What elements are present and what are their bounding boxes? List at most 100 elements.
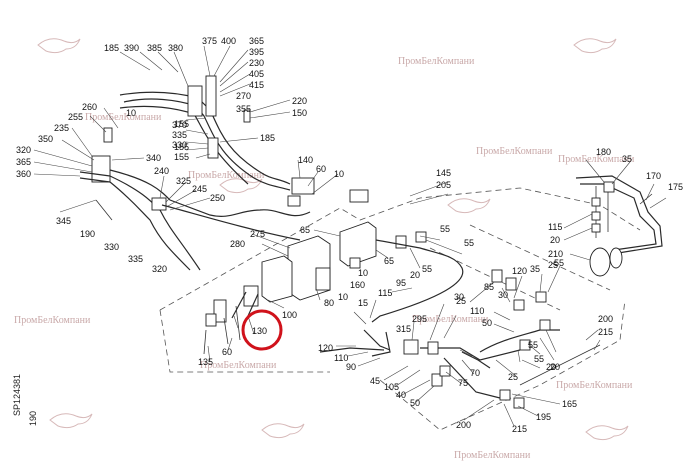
watermark-text: ПромБелКомпани xyxy=(558,154,635,165)
part-label: 40 xyxy=(396,390,406,400)
left-pipe-bundle xyxy=(79,155,311,271)
part-label: 55 xyxy=(534,354,544,364)
highlight-circle xyxy=(241,309,283,351)
watermarks: ПромБелКомпани ПромБелКомпани ПромБелКом… xyxy=(14,56,635,461)
part-label: 20 xyxy=(546,362,556,372)
part-label: 105 xyxy=(384,382,399,392)
part-label: 185 xyxy=(260,133,275,143)
part-label: 55 xyxy=(554,258,564,268)
part-label: 330 xyxy=(172,140,187,150)
watermark-text: ПромБелКомпани xyxy=(188,170,265,181)
part-label: 220 xyxy=(292,96,307,106)
highlighted-part[interactable]: 130 xyxy=(241,309,283,351)
part-label: 275 xyxy=(250,229,265,239)
part-label: 230 xyxy=(249,58,264,68)
part-label: 100 xyxy=(282,310,297,320)
part-label: 60 xyxy=(222,347,232,357)
part-label: 65 xyxy=(384,256,394,266)
part-label: 235 xyxy=(54,123,69,133)
part-label: 90 xyxy=(346,362,356,372)
leader-lines xyxy=(33,45,667,427)
part-label: 160 xyxy=(350,280,365,290)
watermark-text: ПромБелКомпани xyxy=(412,314,489,325)
part-label: 110 xyxy=(334,353,348,363)
part-label: 205 xyxy=(436,180,451,190)
part-label: 115 xyxy=(548,222,562,232)
part-label: 20 xyxy=(550,362,560,372)
lower-left-fittings xyxy=(203,291,391,357)
part-label: 10 xyxy=(338,292,348,302)
watermark-text: ПромБелКомпани xyxy=(476,146,553,157)
part-label: 70 xyxy=(470,368,480,378)
part-label: 10 xyxy=(334,169,344,179)
part-label: 135 xyxy=(198,357,213,367)
part-label: 325 xyxy=(176,176,191,186)
part-label: 20 xyxy=(410,270,420,280)
valve-block xyxy=(205,177,427,327)
part-label: 380 xyxy=(168,43,183,53)
watermark-text: ПромБелКомпани xyxy=(200,360,277,371)
part-label: 120 xyxy=(512,266,527,276)
part-label: 150 xyxy=(292,108,307,118)
part-label: 35 xyxy=(622,154,632,164)
part-label: 245 xyxy=(192,184,207,194)
part-label: 55 xyxy=(464,238,474,248)
part-label: 180 xyxy=(596,147,611,157)
part-label: 10 xyxy=(126,108,136,118)
part-label: 415 xyxy=(249,80,264,90)
part-label: 50 xyxy=(482,318,492,328)
part-label: 405 xyxy=(249,69,264,79)
part-label: 390 xyxy=(124,43,139,53)
part-label: 145 xyxy=(436,168,451,178)
watermark-text: ПромБелКомпани xyxy=(398,56,475,67)
watermark-text: ПромБелКомпани xyxy=(556,380,633,391)
part-label: 385 xyxy=(147,43,162,53)
part-label: 200 xyxy=(598,314,613,324)
part-number-labels: 185 390 385 380 375 400 365 395 230 405 … xyxy=(16,36,683,434)
part-label: 255 xyxy=(68,112,83,122)
part-label: 345 xyxy=(56,216,71,226)
accumulator-group xyxy=(575,175,663,277)
part-label: 190 xyxy=(80,229,95,239)
part-label: 175 xyxy=(668,182,683,192)
part-label: 30 xyxy=(454,292,464,302)
part-label: 330 xyxy=(104,242,119,252)
watermark-logo xyxy=(37,38,629,441)
part-label: 25 xyxy=(456,296,466,306)
part-label: 210 xyxy=(548,249,563,259)
part-label: 65 xyxy=(300,225,310,235)
part-label: 260 xyxy=(82,102,97,112)
part-label: 270 xyxy=(236,91,251,101)
watermark-text: ПромБелКомпани xyxy=(85,112,162,123)
drawing-code: SP124381 xyxy=(12,374,22,416)
part-label: 110 xyxy=(470,306,484,316)
part-label: 250 xyxy=(210,193,225,203)
part-label: 350 xyxy=(38,134,53,144)
part-label: 55 xyxy=(528,340,538,350)
part-label: 195 xyxy=(536,412,551,422)
part-label: 50 xyxy=(410,398,420,408)
part-label: 360 xyxy=(16,169,31,179)
part-label: 170 xyxy=(646,171,661,181)
part-label: 375 xyxy=(202,36,217,46)
part-label: 335 xyxy=(172,130,187,140)
part-label: 20 xyxy=(550,235,560,245)
part-label: 60 xyxy=(316,164,326,174)
part-label: 80 xyxy=(324,298,334,308)
upper-hose-bundle xyxy=(103,75,291,191)
part-label: 55 xyxy=(440,224,450,234)
part-label: 75 xyxy=(458,378,468,388)
part-label: 335 xyxy=(128,254,143,264)
part-label: 315 xyxy=(396,324,411,334)
part-label: 365 xyxy=(16,157,31,167)
part-label: 45 xyxy=(370,376,380,386)
part-label: 320 xyxy=(16,145,31,155)
part-label: 215 xyxy=(598,327,613,337)
part-label: 155 xyxy=(174,142,189,152)
part-label: 155 xyxy=(174,152,189,162)
part-label: 165 xyxy=(562,399,577,409)
drawing-subcode: 190 xyxy=(28,411,38,426)
part-label: 85 xyxy=(484,282,494,292)
part-label: 95 xyxy=(396,278,406,288)
